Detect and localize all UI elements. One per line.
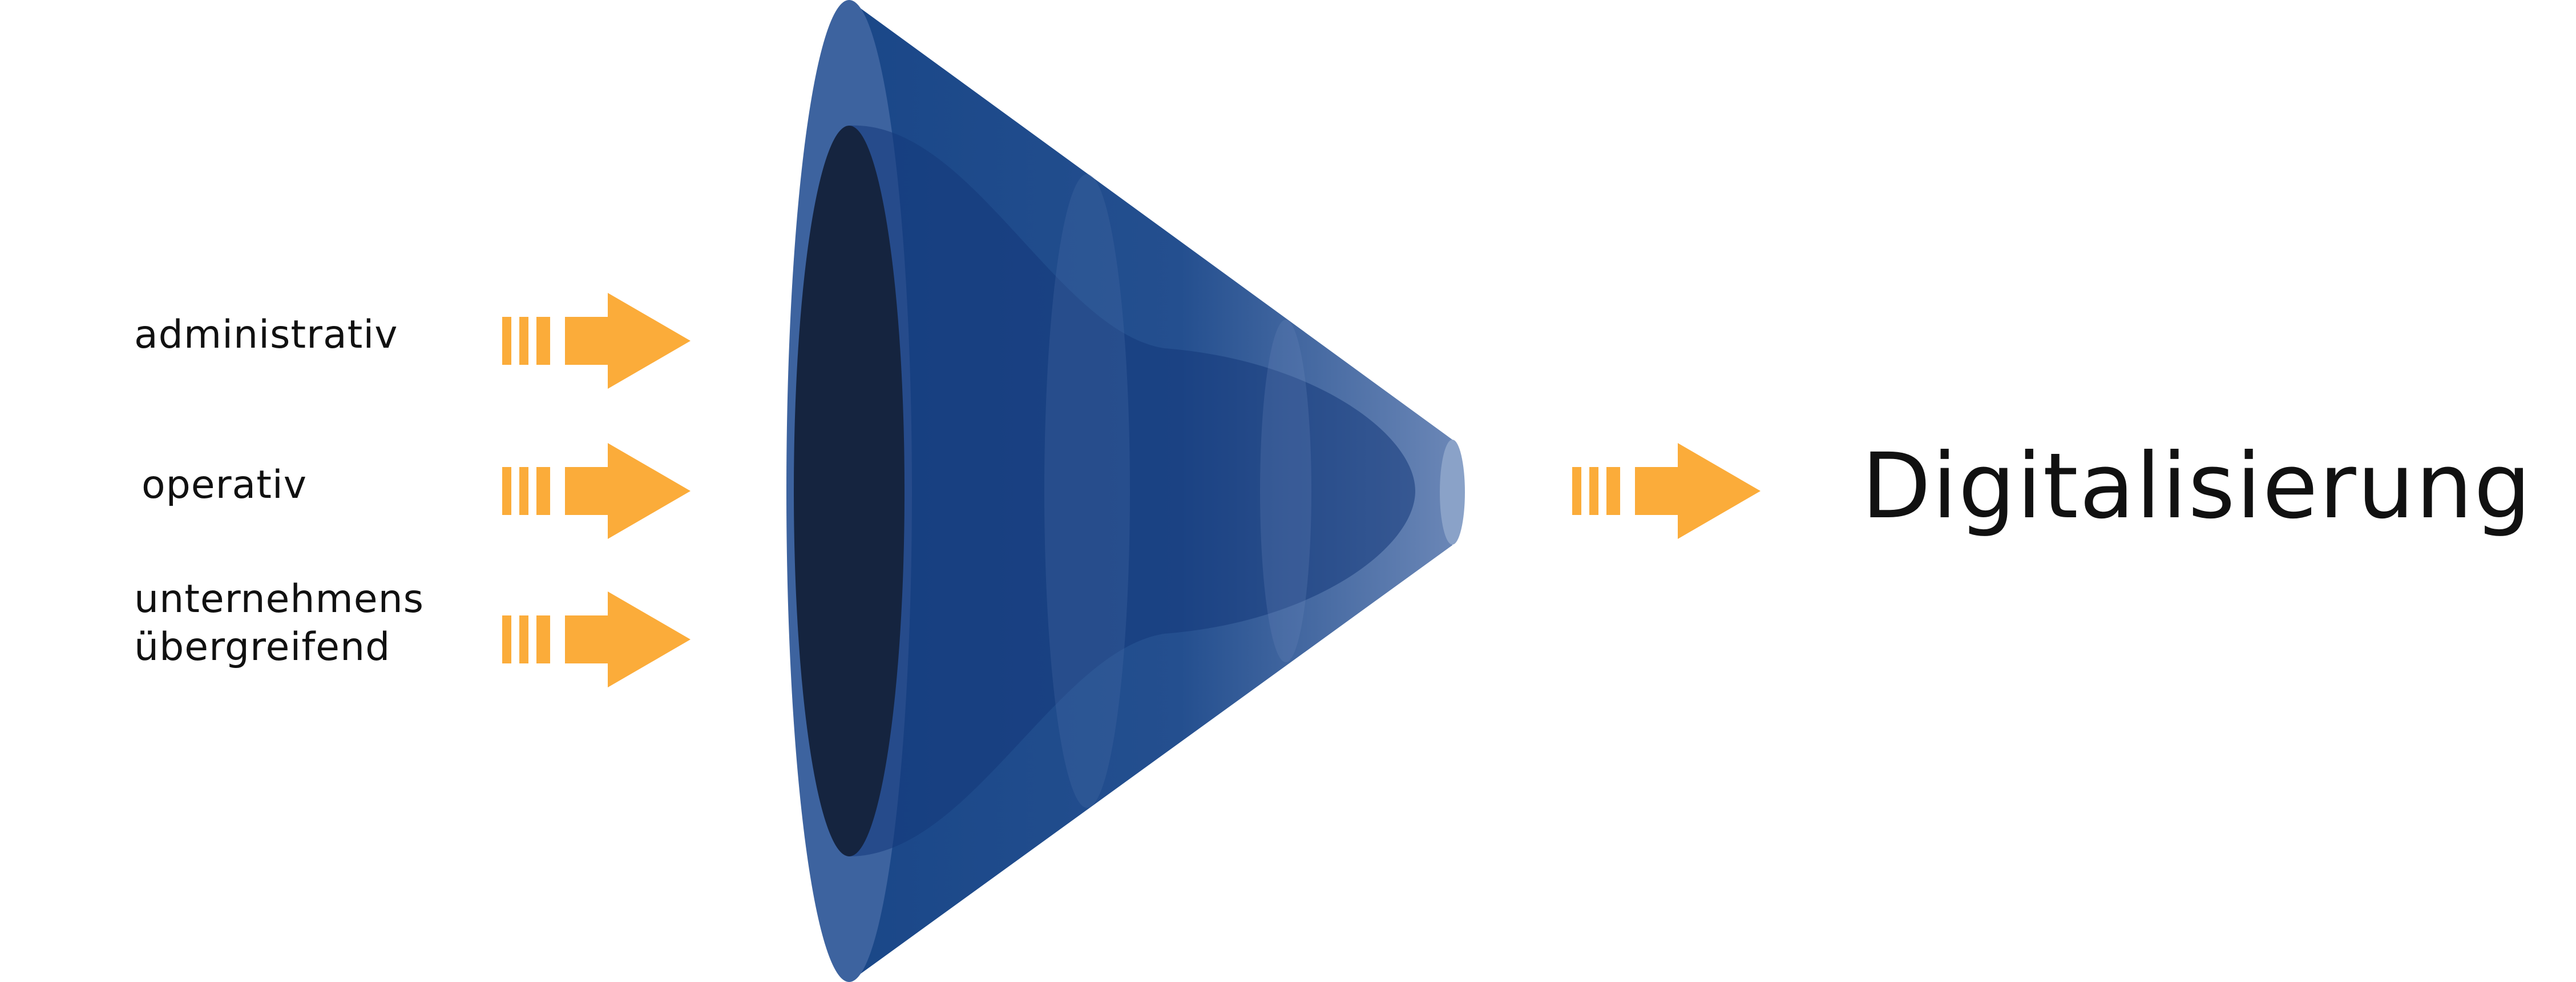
input-arrow-icon-administrativ [502,293,691,389]
input-arrow-icon-unternehmensuebergreifend [502,591,691,687]
input-arrow-icon-operativ [502,443,691,539]
output-arrow-icon [1572,443,1761,539]
input-label-line-1: unternehmens [134,577,425,622]
input-label-unternehmensuebergreifend: unternehmens übergreifend [134,575,424,671]
input-label-administrativ: administrativ [134,312,398,357]
input-label-line-2: übergreifend [134,625,391,670]
funnel-cone-icon [786,0,1465,982]
output-label: Digitalisierung [1862,434,2533,539]
input-label-operativ: operativ [142,462,308,508]
